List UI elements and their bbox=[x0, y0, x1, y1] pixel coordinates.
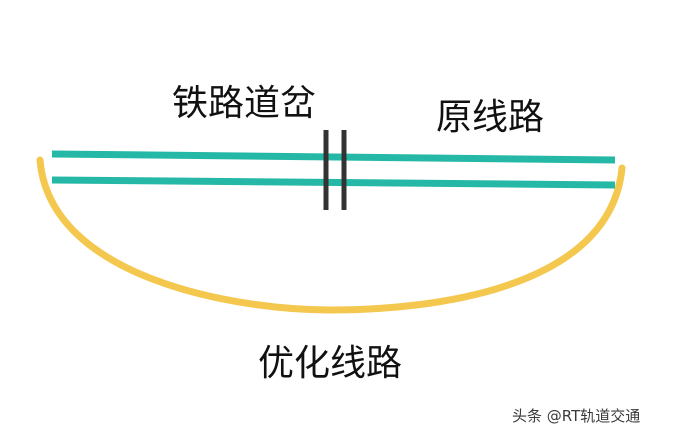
original-line-rail-top bbox=[51, 150, 616, 164]
switch-label: 铁路道岔 bbox=[172, 83, 317, 124]
original-line-label: 原线路 bbox=[436, 97, 545, 138]
optimized-line-curve bbox=[36, 156, 626, 314]
original-line-rail-bottom bbox=[51, 176, 616, 189]
watermark-text: 头条 @RT轨道交通 bbox=[512, 407, 641, 425]
optimized-line-label: 优化线路 bbox=[258, 343, 403, 384]
